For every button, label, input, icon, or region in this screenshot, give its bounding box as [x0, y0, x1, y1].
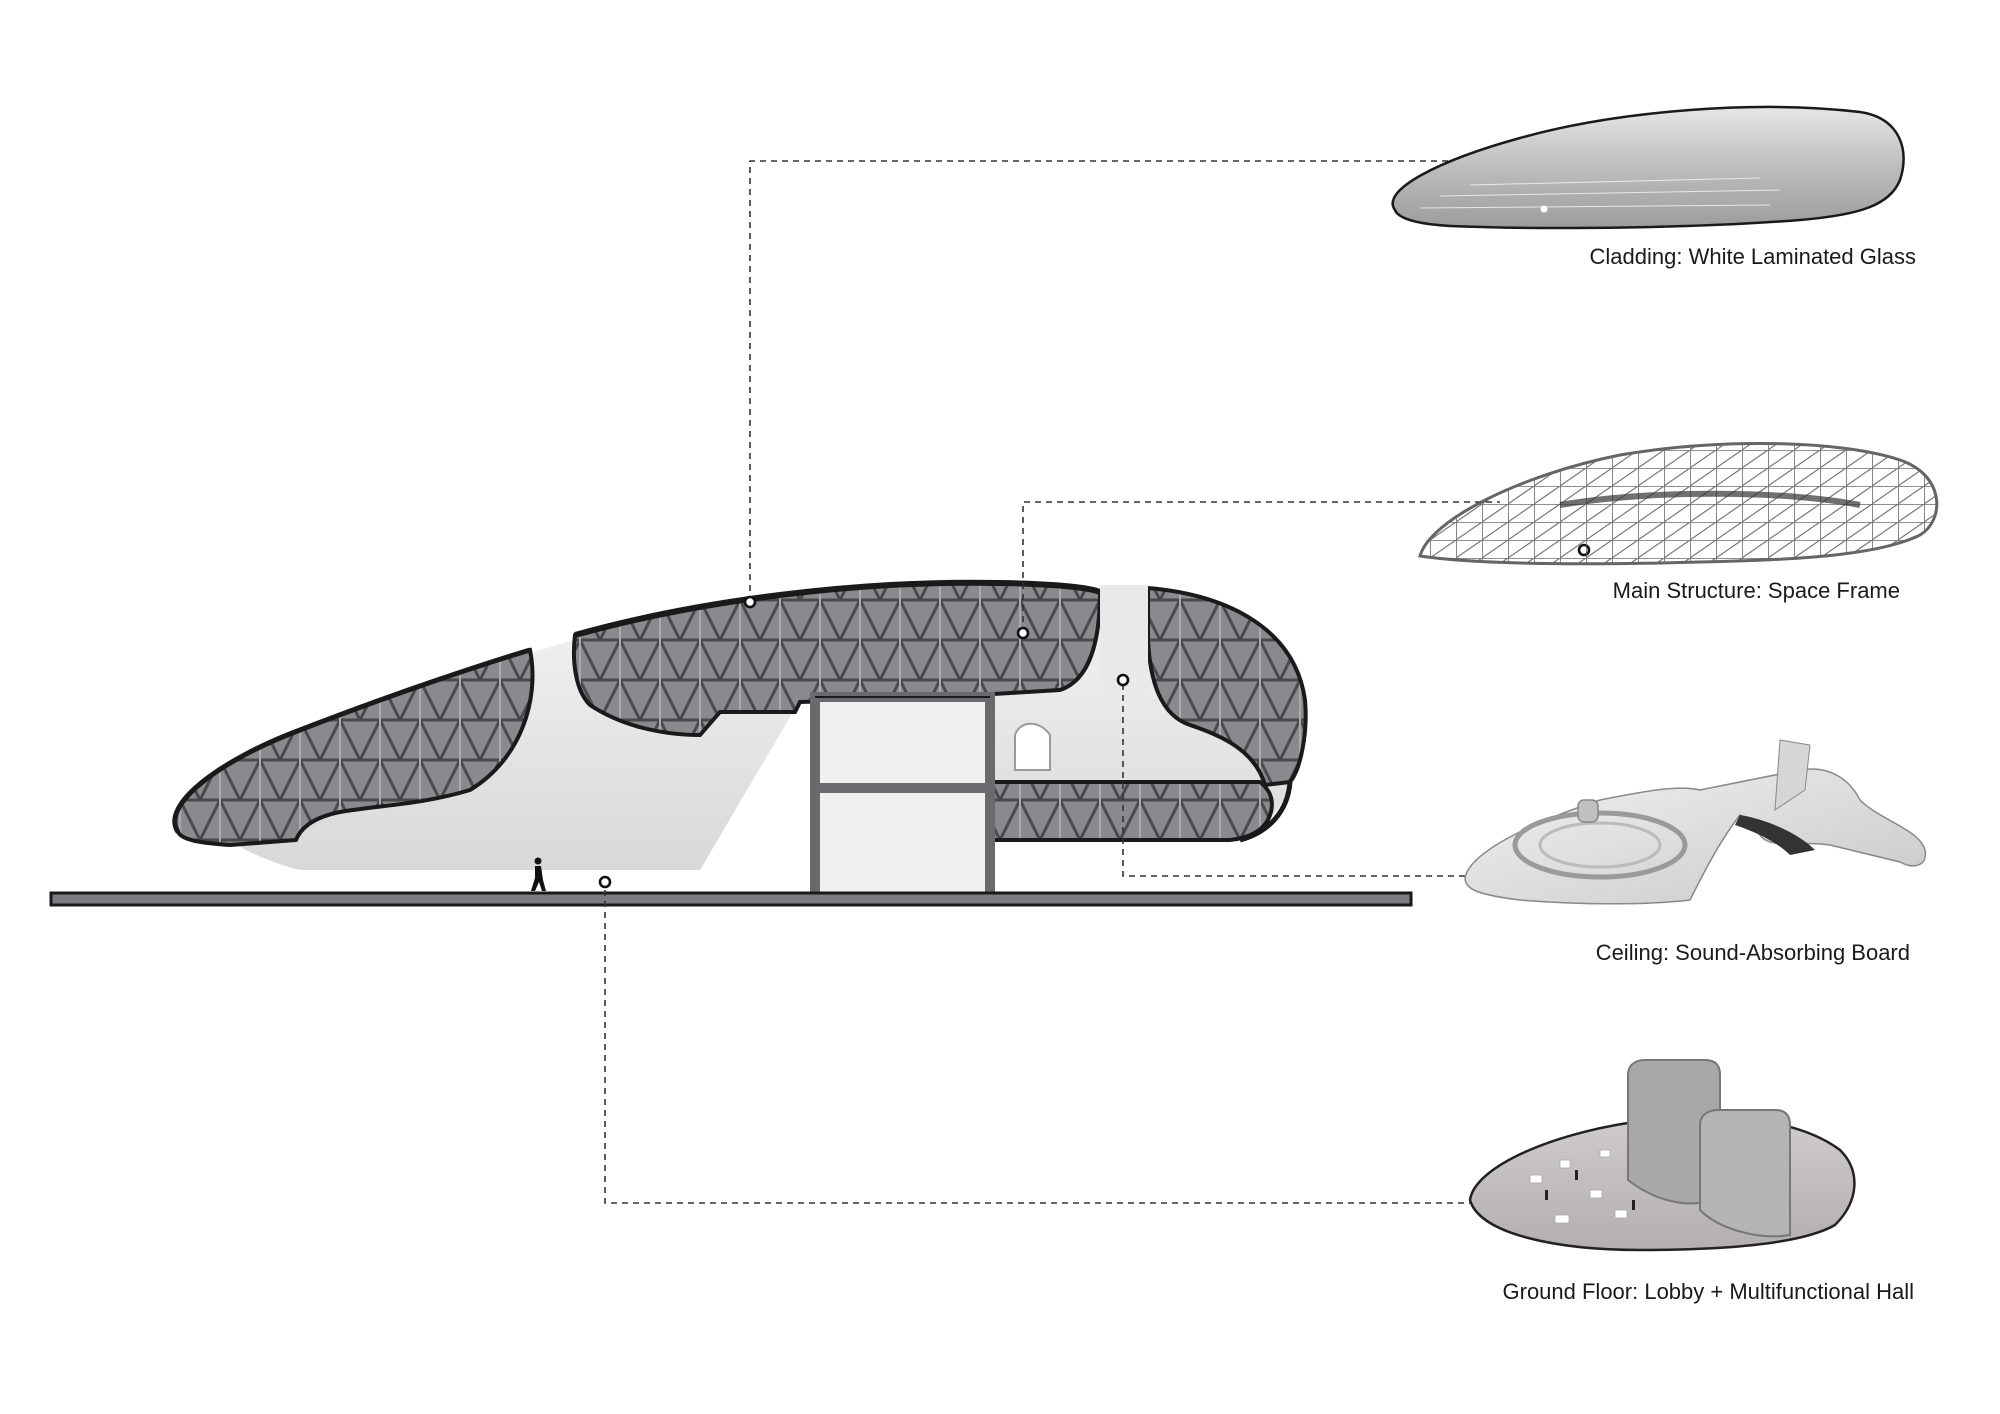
layer-ground-floor-render	[1468, 1059, 1856, 1252]
marker-ceiling-section	[1116, 673, 1130, 687]
layer-label-ground-floor: Ground Floor: Lobby + Multifunctional Ha…	[1502, 1279, 1915, 1304]
marker-cladding-section	[743, 595, 757, 609]
layer-space-frame-render	[1418, 442, 1939, 566]
layer-ceiling-render	[1464, 739, 1927, 905]
leader-ground	[604, 890, 1535, 1204]
light-shaft	[1100, 585, 1148, 705]
building-section	[49, 579, 1413, 907]
person-silhouette-icon	[531, 857, 546, 891]
layer-cladding-render	[1391, 105, 1905, 230]
layer-label-cladding: Cladding: White Laminated Glass	[1589, 244, 1917, 269]
leader-cladding	[749, 160, 1532, 602]
window-opening	[1014, 722, 1051, 771]
marker-frame-section	[1016, 626, 1030, 640]
layer-label-space-frame: Main Structure: Space Frame	[1612, 578, 1900, 603]
floor-truss	[988, 780, 1274, 842]
leader-lines	[604, 160, 1535, 1204]
ground-slab	[49, 891, 1413, 907]
central-core	[810, 692, 995, 902]
layer-label-ceiling: Ceiling: Sound-Absorbing Board	[1595, 940, 1910, 965]
marker-ground-section	[598, 875, 612, 889]
shell-right-bulb	[1146, 585, 1308, 788]
leader-ceiling	[1122, 684, 1505, 877]
